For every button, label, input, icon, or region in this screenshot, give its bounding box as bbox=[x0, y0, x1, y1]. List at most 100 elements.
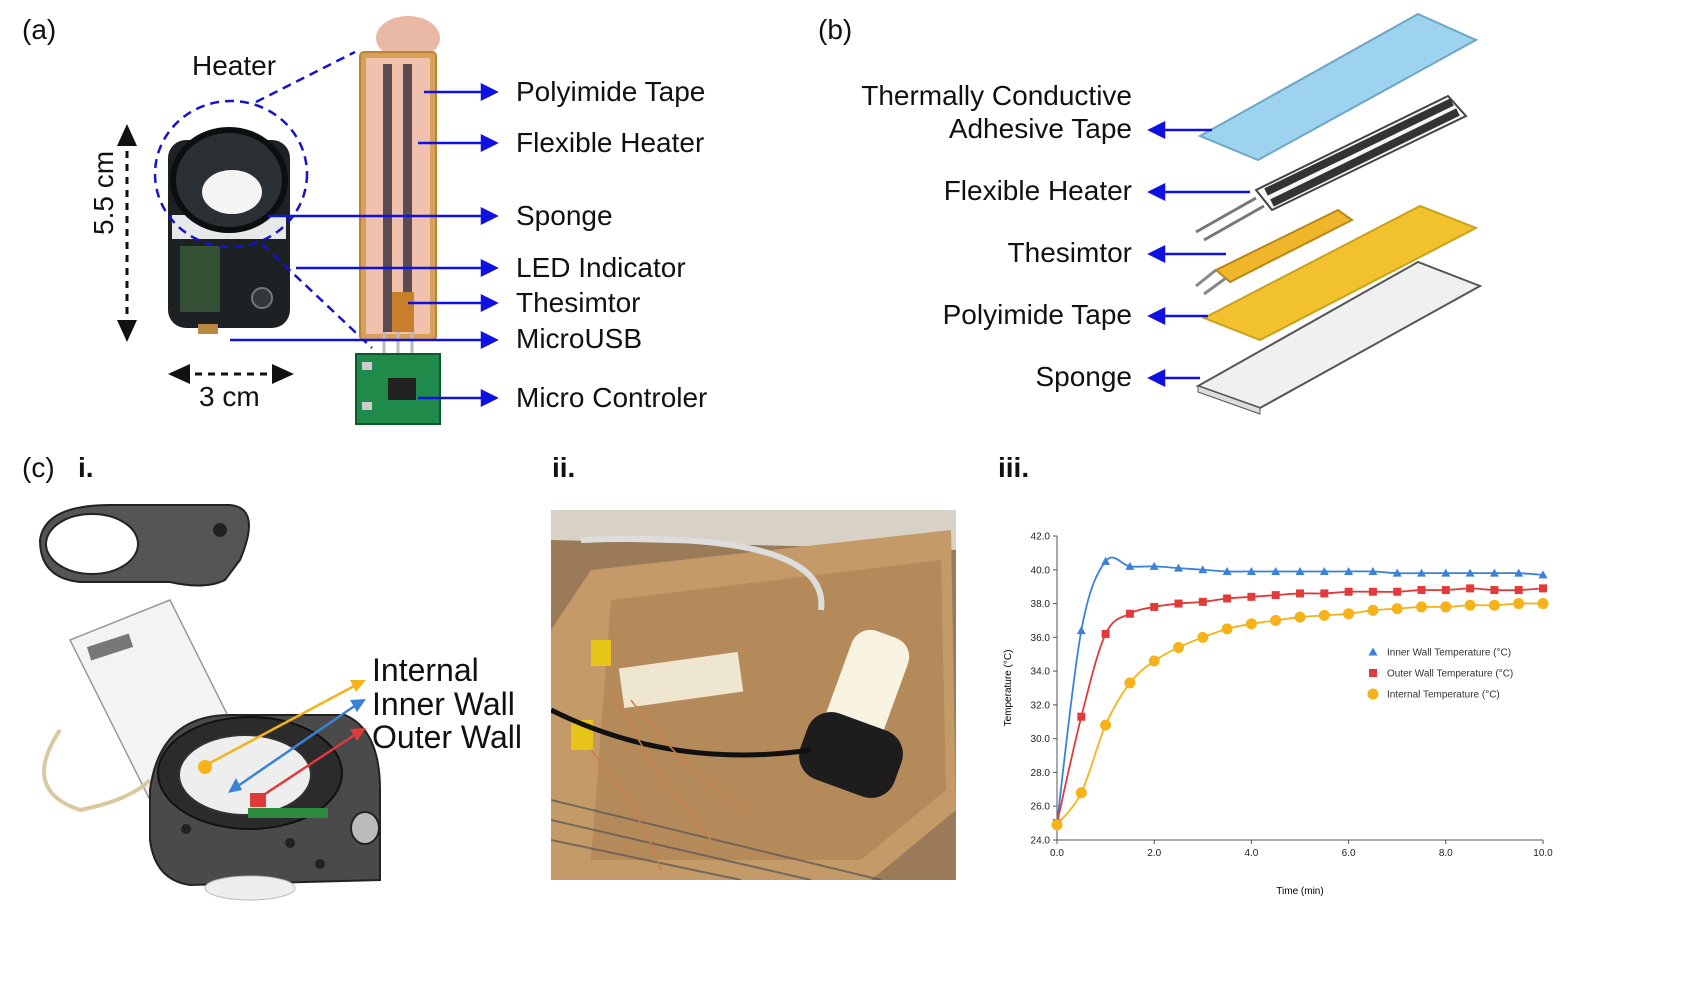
data-point bbox=[1344, 587, 1353, 596]
heater-title: Heater bbox=[192, 50, 277, 81]
label-led-indicator: LED Indicator bbox=[516, 252, 686, 283]
data-point bbox=[1174, 563, 1183, 572]
data-point bbox=[1197, 631, 1209, 643]
data-point bbox=[1148, 655, 1160, 667]
data-point bbox=[1198, 597, 1207, 606]
label-thermally-conductive: Thermally Conductive bbox=[861, 80, 1132, 111]
data-point bbox=[1367, 604, 1379, 616]
data-point bbox=[1391, 603, 1403, 615]
data-point bbox=[1392, 568, 1402, 577]
label-sponge: Sponge bbox=[516, 200, 613, 231]
data-point bbox=[1149, 561, 1159, 570]
label-micro-controller: Micro Controler bbox=[516, 382, 708, 413]
label-b-polyimide-tape: Polyimide Tape bbox=[942, 299, 1132, 330]
panel-c-ii-photo bbox=[551, 510, 956, 880]
panel-a-letter: (a) bbox=[22, 14, 57, 45]
data-point bbox=[1490, 586, 1499, 595]
legend-label: Internal Temperature (°C) bbox=[1387, 690, 1500, 701]
heater-body bbox=[149, 714, 381, 901]
series-line bbox=[1056, 556, 1544, 824]
panel-c-letter: (c) bbox=[22, 452, 55, 483]
flexible-heater-layer bbox=[1195, 94, 1468, 242]
data-point bbox=[1270, 614, 1282, 626]
label-flexible-heater: Flexible Heater bbox=[516, 127, 705, 158]
panel-c-i-label: i. bbox=[78, 452, 94, 483]
data-point bbox=[1173, 641, 1184, 653]
data-point bbox=[1100, 719, 1112, 731]
y-tick-label: 30.0 bbox=[1031, 734, 1051, 745]
series-2 bbox=[1051, 598, 1549, 831]
panel-c-i-arrows bbox=[207, 680, 366, 798]
panel-c-i-illustration bbox=[38, 504, 381, 901]
label-b-thermistor: Thesimtor bbox=[1007, 237, 1132, 268]
panel-c-iii-label: iii. bbox=[998, 452, 1030, 483]
chart-legend: Inner Wall Temperature (°C)Outer Wall Te… bbox=[1367, 647, 1513, 701]
data-point bbox=[1295, 566, 1305, 575]
data-point bbox=[1150, 602, 1159, 611]
data-point bbox=[1466, 584, 1475, 593]
data-point bbox=[1393, 587, 1402, 596]
panel-b-arrows bbox=[1147, 120, 1250, 388]
panel-b-letter: (b) bbox=[818, 14, 853, 45]
y-tick-label: 38.0 bbox=[1031, 599, 1051, 610]
x-tick-label: 6.0 bbox=[1342, 848, 1356, 859]
panel-a-arrows bbox=[230, 82, 499, 408]
data-point bbox=[1318, 609, 1330, 621]
data-point bbox=[1320, 589, 1329, 598]
y-tick-label: 28.0 bbox=[1031, 768, 1051, 779]
x-tick-label: 0.0 bbox=[1050, 848, 1064, 859]
thermistor-layer bbox=[1195, 208, 1354, 296]
sponge-layer bbox=[1195, 260, 1483, 415]
chart-axes: 24.026.028.030.032.034.036.038.040.042.0… bbox=[1031, 532, 1554, 860]
data-point bbox=[1076, 626, 1086, 635]
data-point bbox=[1051, 819, 1063, 831]
adhesive-tape-layer bbox=[1197, 12, 1479, 162]
chart-y-axis-title: Temperature (°C) bbox=[1003, 650, 1014, 727]
data-point bbox=[1296, 589, 1304, 598]
label-b-sponge: Sponge bbox=[1035, 361, 1132, 392]
data-point bbox=[1101, 629, 1110, 638]
label-polyimide-tape: Polyimide Tape bbox=[516, 76, 706, 107]
data-point bbox=[1222, 566, 1232, 575]
lid-cap bbox=[38, 504, 250, 587]
data-point bbox=[1124, 677, 1136, 689]
data-point bbox=[1198, 565, 1208, 574]
chart-series bbox=[1051, 556, 1549, 831]
x-tick-label: 8.0 bbox=[1439, 848, 1453, 859]
label-inner-wall: Inner Wall bbox=[372, 686, 515, 722]
data-point bbox=[1245, 618, 1257, 630]
y-tick-label: 24.0 bbox=[1031, 836, 1051, 847]
data-point bbox=[1514, 586, 1523, 595]
data-point bbox=[1417, 568, 1426, 577]
data-point bbox=[1488, 599, 1500, 611]
y-tick-label: 42.0 bbox=[1031, 532, 1051, 543]
panel-b-figure bbox=[1147, 12, 1483, 415]
series-0 bbox=[1052, 556, 1548, 827]
legend-marker bbox=[1368, 647, 1378, 656]
series-line bbox=[1056, 587, 1544, 824]
data-point bbox=[1344, 566, 1354, 575]
data-point bbox=[1271, 591, 1280, 600]
data-point bbox=[1440, 601, 1452, 613]
data-point bbox=[1343, 608, 1355, 620]
data-point bbox=[1319, 566, 1329, 575]
y-tick-label: 32.0 bbox=[1031, 700, 1051, 711]
data-point bbox=[1125, 561, 1135, 570]
y-tick-label: 36.0 bbox=[1031, 633, 1051, 644]
x-tick-label: 2.0 bbox=[1147, 848, 1161, 859]
panel-c-ii-label: ii. bbox=[552, 452, 576, 483]
legend-marker bbox=[1367, 688, 1379, 700]
data-point bbox=[1489, 568, 1499, 577]
data-point bbox=[1538, 570, 1548, 579]
label-outer-wall: Outer Wall bbox=[372, 719, 522, 755]
data-point bbox=[1513, 598, 1525, 610]
data-point bbox=[1077, 712, 1086, 721]
chart-x-axis-title: Time (min) bbox=[1276, 886, 1323, 897]
label-thermistor: Thesimtor bbox=[516, 287, 641, 318]
label-b-flexible-heater: Flexible Heater bbox=[943, 175, 1132, 206]
y-tick-label: 34.0 bbox=[1031, 667, 1051, 678]
data-point bbox=[1441, 568, 1451, 577]
y-tick-label: 40.0 bbox=[1031, 565, 1051, 576]
legend-label: Outer Wall Temperature (°C) bbox=[1387, 669, 1513, 680]
heater-device-photo bbox=[168, 127, 290, 334]
